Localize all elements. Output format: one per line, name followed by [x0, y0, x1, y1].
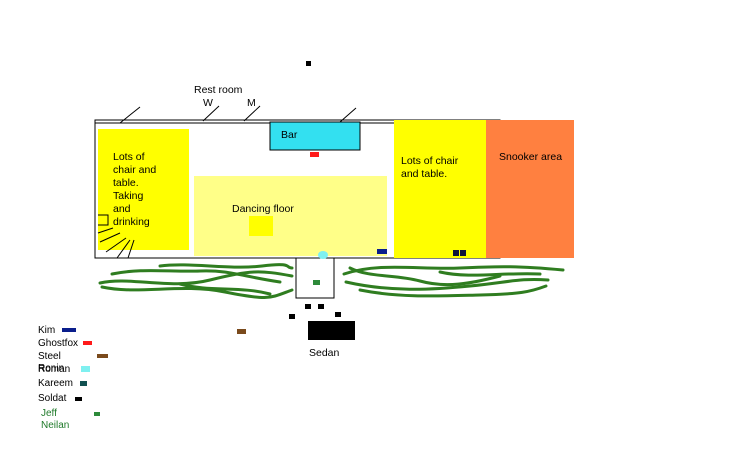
marker-jeff-neilan: [313, 280, 320, 285]
legend-swatch-kareem: [80, 381, 87, 386]
legend-name-roman: Roman: [38, 364, 71, 375]
legend-swatch-soldat: [75, 397, 82, 401]
legend-swatch-steel-ronin: [97, 354, 108, 358]
legend-swatch-jeff-neilan: [94, 412, 100, 416]
dancing-floor-label: Dancing floor: [232, 203, 294, 215]
marker-soldat-1: [305, 304, 311, 309]
door-swing-left: [119, 106, 141, 124]
marker-steel-ronin: [237, 329, 246, 334]
legend-swatch-roman: [81, 366, 90, 372]
dancing-floor-spot: [249, 216, 273, 236]
marker-kareem-2: [460, 250, 466, 256]
snooker-area: [486, 120, 574, 258]
bar-counter: [269, 121, 361, 151]
legend-name-kareem: Kareem: [38, 378, 74, 389]
legend-swatch-ghostfox: [83, 341, 92, 345]
door-swing-m: [243, 105, 261, 122]
restroom-label: Rest room: [194, 84, 243, 96]
restroom-m-label: M: [247, 97, 256, 109]
marker-soldat-3: [289, 314, 295, 319]
legend-name-kim: Kim: [38, 325, 56, 336]
marker-top: [306, 61, 311, 66]
legend-name-steel-ronin: Steel Ronin: [38, 351, 65, 374]
hedge-left: [98, 263, 294, 300]
restroom-w-label: W: [203, 97, 213, 109]
marker-roman: [318, 251, 328, 259]
door-swing-right: [339, 107, 357, 123]
marker-kim: [377, 249, 387, 254]
legend-swatch-kim: [62, 328, 76, 332]
marker-ghostfox: [310, 152, 319, 157]
marker-kareem-1: [453, 250, 459, 256]
left-seating-area: [98, 129, 189, 250]
right-seating-area: [394, 120, 487, 258]
entrance-porch: [295, 257, 335, 299]
dancing-floor: [194, 176, 387, 256]
sedan-car: [308, 321, 355, 340]
door-swing-w: [202, 105, 220, 122]
marker-soldat-2: [318, 304, 324, 309]
legend-name-ghostfox: Ghostfox: [38, 338, 79, 349]
bar-label: Bar: [281, 129, 298, 141]
marker-soldat-4: [335, 312, 341, 317]
stairs: [97, 214, 135, 259]
sedan-label: Sedan: [309, 347, 340, 359]
legend-name-jeff-neilan: Jeff Neilan: [41, 408, 70, 431]
right-area-label: Lots of chair and table.: [401, 155, 459, 180]
legend-name-soldat: Soldat: [38, 393, 67, 404]
snooker-label: Snooker area: [499, 151, 563, 163]
hedge-right: [342, 265, 565, 298]
left-area-label: Lots of chair and table. Taking and drin…: [113, 151, 157, 228]
